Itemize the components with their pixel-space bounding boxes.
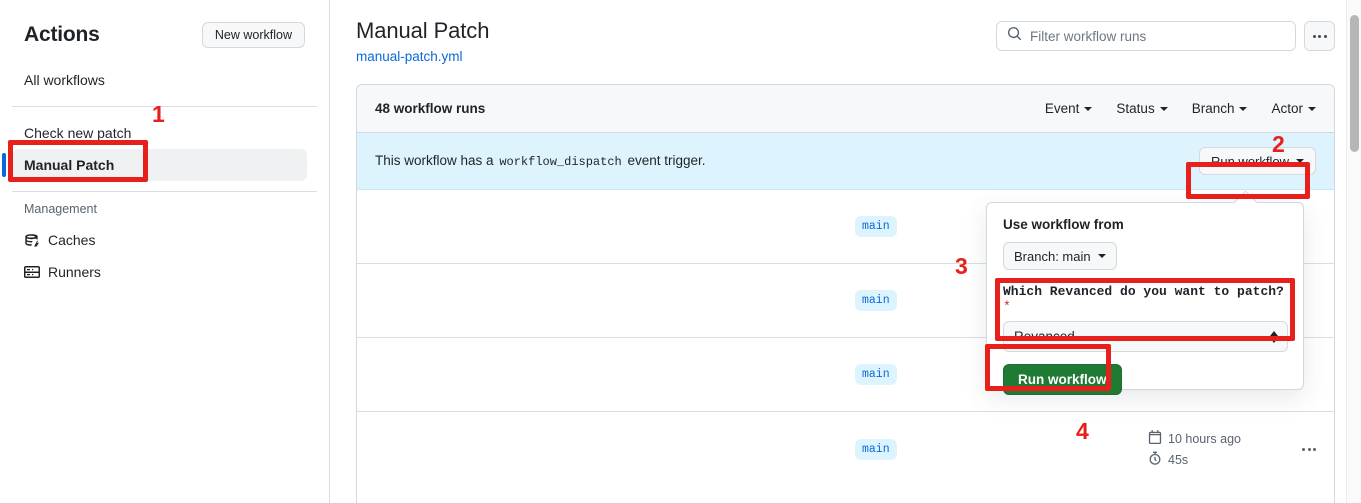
run-workflow-dropdown-button[interactable]: Run workflow [1198, 147, 1316, 175]
revanced-select-value: Revanced [1014, 329, 1075, 344]
sidebar-item-check-new-patch[interactable]: Check new patch [12, 117, 317, 149]
run-date: 10 hours ago [1148, 430, 1276, 447]
filter-branch[interactable]: Branch [1192, 101, 1248, 116]
chevron-updown-icon [1270, 330, 1278, 343]
input-label-text: Which Revanced do you want to patch? [1003, 284, 1284, 299]
use-workflow-from-label: Use workflow from [1003, 217, 1124, 232]
chevron-down-icon [1097, 254, 1106, 258]
required-marker: * [1003, 299, 1011, 314]
branch-selector-button[interactable]: Branch: main [1003, 242, 1117, 270]
table-row[interactable]: main [357, 264, 1334, 338]
runners-icon [24, 264, 40, 280]
stopwatch-icon [1148, 451, 1162, 468]
sidebar-section-management: Management [24, 202, 97, 216]
filter-label: Actor [1271, 101, 1303, 116]
workflow-runs-header: 48 workflow runs Event Status Branch [357, 85, 1334, 133]
sidebar-item-all-workflows[interactable]: All workflows [12, 64, 317, 96]
row-right-meta: 10 hours ago 45s [1148, 430, 1316, 468]
chevron-down-icon [1296, 159, 1304, 163]
dispatch-banner-text: This workflow has a workflow_dispatch ev… [375, 153, 706, 169]
run-duration: 45s [1148, 451, 1276, 468]
workflow-runs-count: 48 workflow runs [375, 101, 486, 116]
calendar-icon [1148, 430, 1162, 447]
row-more-options-button[interactable] [1302, 447, 1316, 451]
workflow-file-link[interactable]: manual-patch.yml [356, 49, 463, 64]
branch-badge[interactable]: main [855, 364, 897, 385]
chevron-down-icon [1159, 106, 1168, 111]
page-scrollbar[interactable] [1346, 0, 1361, 503]
branch-badge[interactable]: main [855, 290, 897, 311]
new-workflow-button[interactable]: New workflow [201, 22, 305, 48]
sidebar-workflow-list: All workflows Check new patch Manual Pat… [2, 64, 317, 288]
sidebar-item-label: Manual Patch [24, 157, 115, 173]
page-title: Manual Patch [356, 18, 490, 43]
more-options-button[interactable] [1304, 21, 1335, 51]
table-row[interactable]: main 10 hours ago 4 [357, 412, 1334, 486]
revanced-select[interactable]: Revanced [1003, 321, 1288, 352]
dispatch-text-after: event trigger. [627, 153, 706, 168]
dot-icon [1318, 34, 1321, 38]
sidebar-item-label: Runners [48, 264, 101, 280]
filter-label: Status [1116, 101, 1155, 116]
table-row[interactable]: main [357, 190, 1334, 264]
filter-label: Event [1044, 101, 1080, 116]
branch-badge[interactable]: main [855, 438, 897, 460]
sidebar-item-caches[interactable]: Caches [12, 224, 317, 256]
sidebar-item-label: Check new patch [24, 125, 132, 141]
filter-event[interactable]: Event [1045, 101, 1093, 116]
dispatch-event-code: workflow_dispatch [499, 155, 622, 169]
workflow-title-block: Manual Patch manual-patch.yml [356, 18, 489, 66]
dot-icon [1312, 34, 1316, 38]
sidebar-item-runners[interactable]: Runners [12, 256, 317, 288]
workflow-dispatch-banner: This workflow has a workflow_dispatch ev… [357, 133, 1334, 190]
row-meta-block: 10 hours ago 45s [1148, 430, 1276, 468]
run-workflow-button-label: Run workflow [1210, 153, 1289, 169]
sidebar: Actions New workflow All workflows Check… [0, 0, 330, 503]
filter-status[interactable]: Status [1116, 101, 1168, 116]
workflow-runs-filters: Event Status Branch Actor [1045, 101, 1316, 116]
main-header: Manual Patch manual-patch.yml [356, 18, 1335, 66]
branch-selector-label: Branch: main [1014, 248, 1091, 264]
workflow-runs-panel: 48 workflow runs Event Status Branch [356, 84, 1335, 503]
cache-icon [24, 232, 40, 248]
chevron-down-icon [1308, 106, 1316, 111]
filter-actor[interactable]: Actor [1271, 101, 1316, 116]
filter-label: Branch [1191, 101, 1235, 116]
dot-icon [1302, 447, 1305, 451]
sidebar-header: Actions New workflow [12, 0, 317, 48]
input-field-label: Which Revanced do you want to patch?* [1003, 284, 1287, 314]
sidebar-item-label: Caches [48, 232, 96, 248]
branch-badge[interactable]: main [855, 216, 897, 237]
dot-icon [1313, 447, 1316, 451]
run-date-label: 10 hours ago [1168, 431, 1241, 446]
search-icon [1007, 26, 1022, 46]
sidebar-item-label: All workflows [24, 72, 105, 88]
page-title-actions: Actions [24, 23, 100, 46]
main-content: Manual Patch manual-patch.yml [330, 0, 1361, 503]
sidebar-divider [12, 106, 317, 107]
dot-icon [1307, 447, 1311, 451]
search-input-wrapper[interactable] [996, 21, 1296, 51]
search-input[interactable] [1030, 28, 1285, 44]
run-duration-label: 45s [1168, 452, 1189, 467]
page-scrollbar-thumb[interactable] [1350, 15, 1359, 152]
run-workflow-dropdown-panel: Use workflow from Branch: main Which Rev… [986, 202, 1304, 395]
sidebar-item-manual-patch[interactable]: Manual Patch [2, 149, 307, 181]
chevron-down-icon [1084, 106, 1093, 111]
sidebar-divider [12, 191, 317, 192]
submit-run-workflow-button[interactable]: Run workflow [1003, 364, 1122, 395]
dot-icon [1323, 34, 1327, 38]
chevron-down-icon [1239, 106, 1248, 111]
main-header-actions [996, 21, 1335, 51]
dispatch-text-before: This workflow has a [375, 153, 494, 168]
